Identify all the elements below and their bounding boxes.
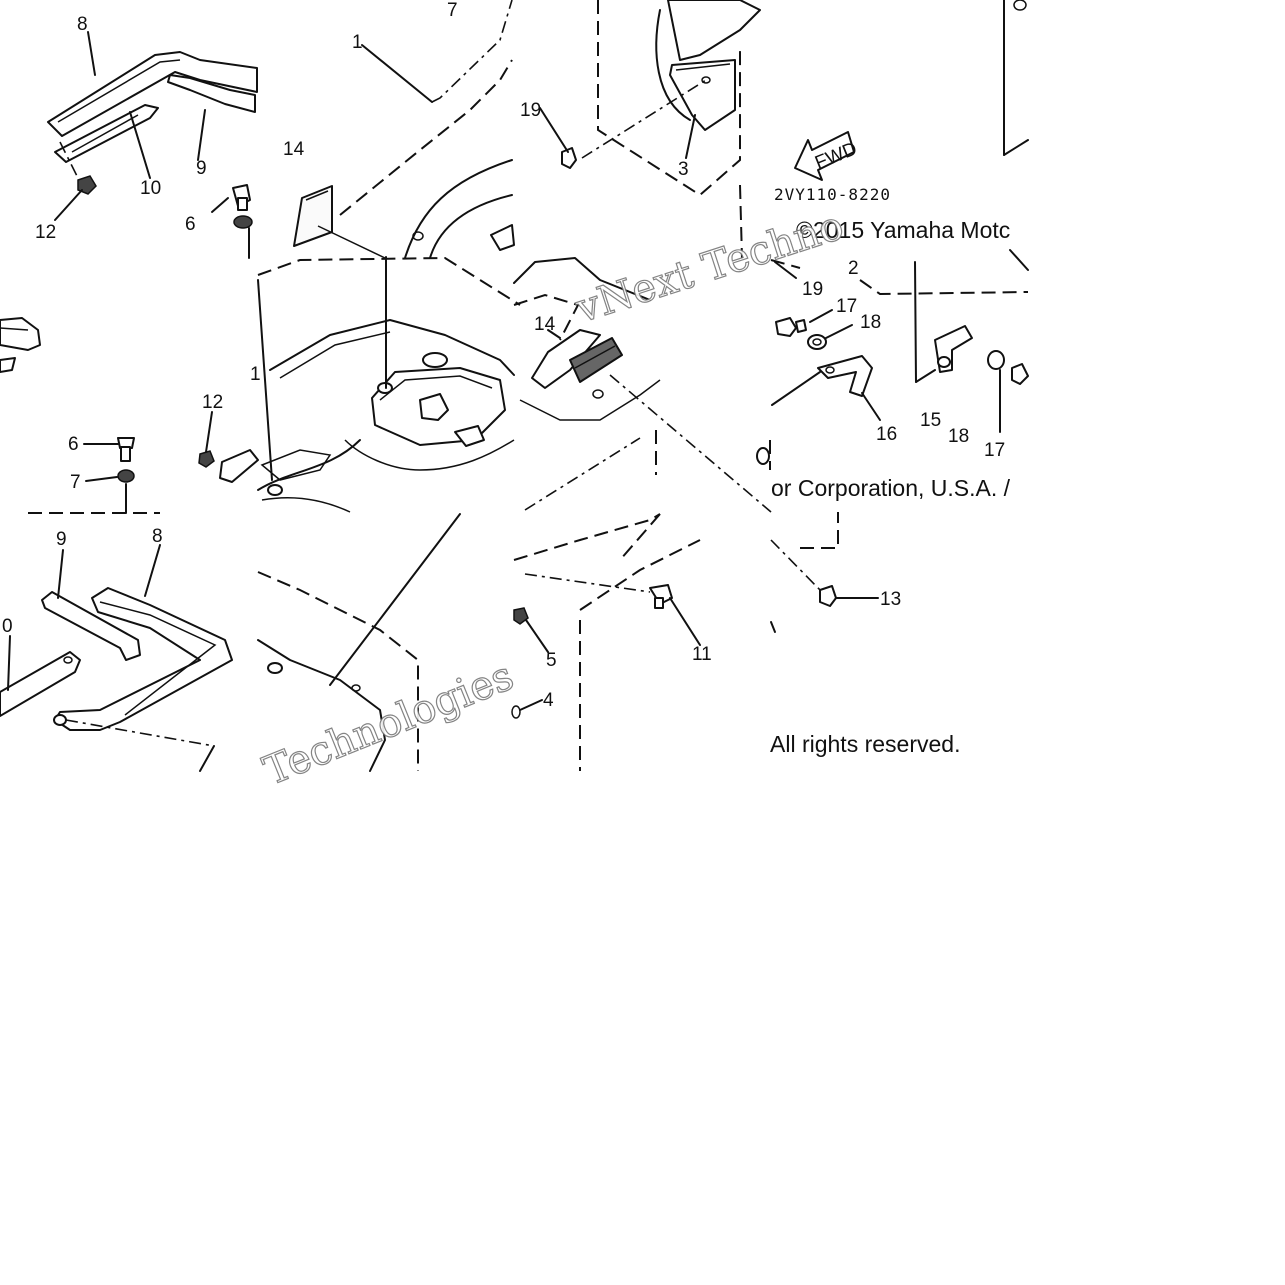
tile-rails-top-left bbox=[47, 31, 258, 259]
callout-10: 10 bbox=[140, 178, 161, 199]
callout-15: 15 bbox=[920, 410, 941, 431]
callout-14: 14 bbox=[534, 314, 556, 335]
tile-fender-center bbox=[198, 256, 521, 513]
tile-brackets: or Corporation, U.S.A. / bbox=[756, 259, 1029, 549]
callout-1: 1 bbox=[250, 364, 261, 385]
part-code: 2VY110-8220 bbox=[774, 185, 891, 204]
tile-fender-top bbox=[293, 0, 515, 301]
callout-12: 12 bbox=[35, 222, 56, 243]
callout-1: 1 bbox=[352, 32, 363, 53]
watermark-2: Technologies bbox=[257, 653, 520, 795]
callout-7: 7 bbox=[447, 0, 458, 21]
callout-4: 4 bbox=[543, 690, 554, 711]
callout-6: 6 bbox=[185, 214, 196, 235]
callout-7: 7 bbox=[70, 472, 81, 493]
callout-16: 16 bbox=[876, 424, 897, 445]
callout-0: 0 bbox=[2, 616, 13, 637]
callout-13: 13 bbox=[880, 589, 901, 610]
callout-9: 9 bbox=[196, 158, 207, 179]
callout-18: 18 bbox=[948, 426, 969, 447]
callout-8: 8 bbox=[77, 14, 88, 35]
copyright-line-3: All rights reserved. bbox=[770, 731, 960, 757]
callout-17: 17 bbox=[836, 296, 857, 317]
tile-screws bbox=[511, 513, 701, 771]
callout-6: 6 bbox=[68, 434, 79, 455]
copyright-line-2: or Corporation, U.S.A. / bbox=[771, 475, 1011, 501]
tile-mudflap bbox=[539, 0, 761, 259]
tile-screw-13: All rights reserved. bbox=[770, 539, 960, 757]
callout-numbers: 8 9 10 12 6 7 1 14 19 3 6 7 12 1 14 19 2… bbox=[2, 0, 1005, 711]
callout-3: 3 bbox=[678, 159, 689, 180]
callout-19: 19 bbox=[520, 100, 541, 121]
callout-19: 19 bbox=[802, 279, 823, 300]
tile-fwd-and-copyright: FWD 2VY110-8220 ©2015 Yamaha Motc bbox=[774, 0, 1029, 271]
callout-12: 12 bbox=[202, 392, 223, 413]
callout-14: 14 bbox=[283, 139, 305, 160]
watermark-1: vNext Techno bbox=[570, 203, 849, 333]
callout-2: 2 bbox=[848, 258, 859, 279]
callout-5: 5 bbox=[546, 650, 557, 671]
fwd-arrow-icon bbox=[794, 131, 855, 181]
tile-rails-bottom-left bbox=[0, 544, 233, 772]
tile-fender-lower bbox=[257, 513, 461, 772]
tile-fender-side bbox=[513, 257, 772, 513]
callout-18: 18 bbox=[860, 312, 881, 333]
tile-left-middle bbox=[0, 317, 160, 514]
callout-17: 17 bbox=[984, 440, 1005, 461]
callout-11: 11 bbox=[692, 644, 712, 665]
callout-9: 9 bbox=[56, 529, 67, 550]
copyright-line-1: ©2015 Yamaha Motc bbox=[796, 217, 1010, 243]
callout-8: 8 bbox=[152, 526, 163, 547]
